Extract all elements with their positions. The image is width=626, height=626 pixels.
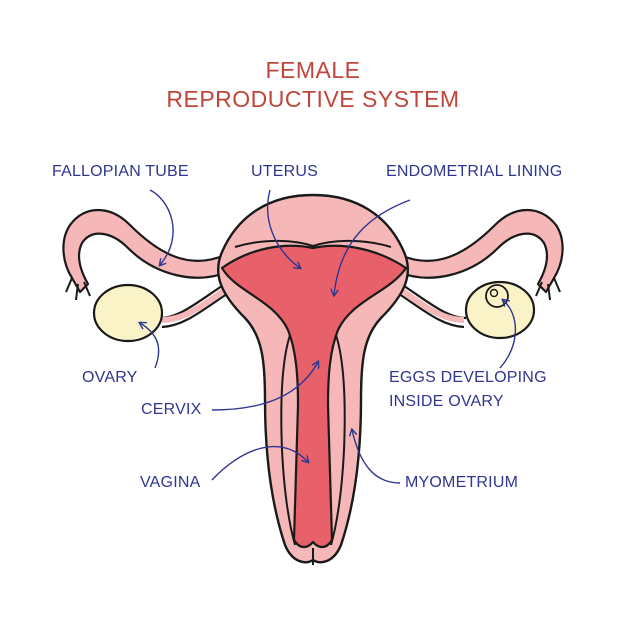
- endometrial-lining-pointer: [334, 199, 411, 295]
- label-fallopian-tube: FALLOPIAN TUBE: [52, 163, 189, 180]
- diagram-title-line-1: FEMALE: [265, 57, 361, 83]
- left-fallopian-tube: [62, 209, 231, 329]
- cervix-pointer: [211, 362, 318, 411]
- label-endometrial-lining: ENDOMETRIAL LINING: [386, 163, 563, 180]
- developing-egg: [485, 284, 509, 308]
- label-vagina: VAGINA: [140, 474, 201, 491]
- fallopian-tube-pointer: [149, 189, 174, 265]
- label-uterus: UTERUS: [251, 163, 318, 180]
- right-ovary: [464, 280, 536, 340]
- label-myometrium: MYOMETRIUM: [405, 474, 519, 491]
- label-cervix: CERVIX: [141, 401, 202, 418]
- endometrial-cavity: [220, 244, 408, 549]
- label-ovary: OVARY: [82, 369, 138, 386]
- eggs-pointer: [499, 300, 517, 369]
- label-eggs-line-2: INSIDE OVARY: [389, 393, 504, 410]
- vagina-pointer: [211, 445, 308, 481]
- right-fallopian-tube: [395, 209, 564, 329]
- uterus-pointer: [266, 189, 300, 268]
- label-eggs-line-1: EGGS DEVELOPING: [389, 369, 547, 386]
- myometrium-pointer: [352, 430, 401, 484]
- ovary-pointer: [140, 323, 160, 369]
- diagram-title-line-2: REPRODUCTIVE SYSTEM: [166, 86, 460, 112]
